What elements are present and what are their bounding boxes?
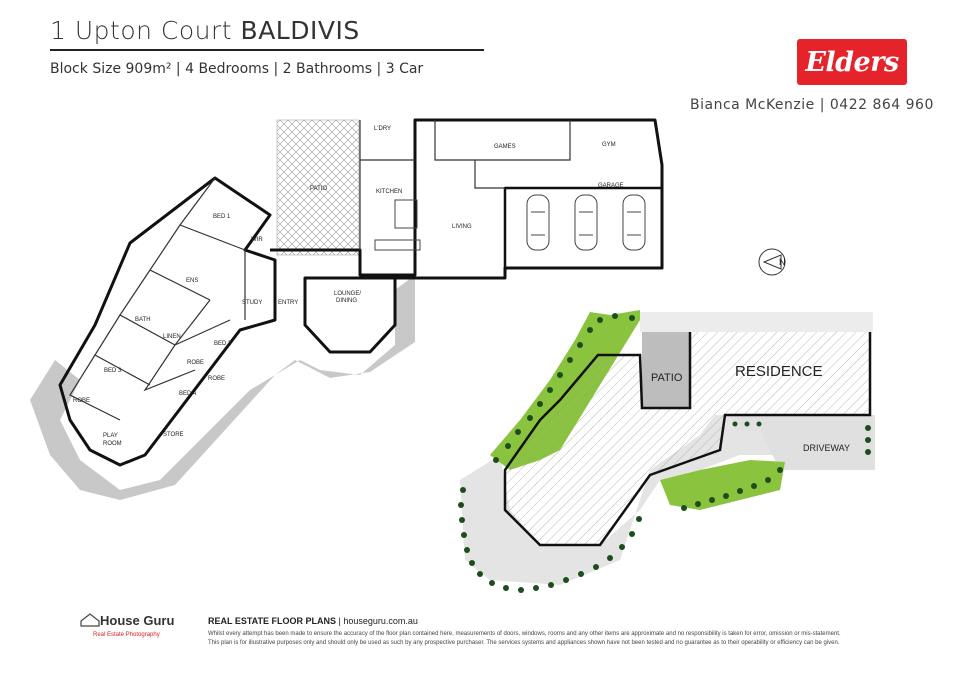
room-label-ens: ENS	[186, 278, 198, 284]
footer-heading-text: REAL ESTATE FLOOR PLANS	[208, 616, 337, 626]
disclaimer-line-2: This plan is for illustrative purposes o…	[208, 640, 840, 646]
compass-label: N	[779, 257, 786, 267]
driveway-area	[735, 415, 875, 470]
hedge-dots	[458, 313, 871, 593]
paving-west	[30, 275, 415, 500]
footer-heading: REAL ESTATE FLOOR PLANS | houseguru.com.…	[208, 616, 418, 626]
house-icon	[80, 613, 100, 627]
compass-icon	[758, 248, 786, 276]
room-label-play: PLAY	[103, 433, 118, 439]
room-label-linen: LINEN	[163, 334, 181, 340]
room-label-ldry: L'DRY	[374, 126, 391, 132]
residence-area	[503, 328, 872, 547]
room-label-robe-1: ROBE	[187, 360, 204, 366]
room-label-wir: WIR	[251, 237, 263, 243]
room-label-garage: GARAGE	[598, 183, 624, 189]
site-label-patio: PATIO	[651, 372, 683, 384]
site-label-driveway: DRIVEWAY	[803, 443, 850, 453]
room-label-games: GAMES	[494, 144, 516, 150]
disclaimer-line-1: Whilst every attempt has been made to en…	[208, 631, 841, 637]
room-label-living: LIVING	[452, 224, 472, 230]
lawn-right	[660, 460, 785, 510]
footer-brand-sub: Real Estate Photography	[93, 632, 160, 638]
living-wing-outline	[270, 118, 664, 280]
room-label-entry: ENTRY	[278, 300, 298, 306]
footer-disclaimer: Whilst every attempt has been made to en…	[208, 630, 908, 648]
property-details: Block Size 909m² | 4 Bedrooms | 2 Bathro…	[50, 61, 424, 77]
room-label-robe-2: ROBE	[208, 376, 225, 382]
agent-contact: Bianca McKenzie | 0422 864 960	[690, 97, 934, 113]
room-label-study: STUDY	[242, 300, 262, 306]
footer-brand: House Guru	[100, 613, 175, 628]
room-label-bed4: BED 4	[179, 391, 197, 397]
room-label-kitchen: KITCHEN	[376, 189, 402, 195]
bedroom-wing-outline	[58, 176, 277, 467]
room-label-lounge: LOUNGE/	[334, 291, 361, 297]
room-label-bed1: BED 1	[213, 214, 231, 220]
room-label-bed3: BED 3	[104, 368, 122, 374]
address: 1 Upton Court	[50, 16, 233, 45]
site-patio	[642, 332, 690, 408]
room-label-bed2: BED 2	[214, 341, 232, 347]
lawn-left	[490, 310, 640, 470]
room-label-dining: DINING	[336, 298, 357, 304]
room-label-patio: PATIO	[310, 186, 327, 192]
patio-area	[276, 119, 360, 256]
garage-cars	[526, 194, 646, 251]
garage-block	[503, 186, 664, 270]
room-label-bath: BATH	[135, 317, 151, 323]
room-label-gym: GYM	[602, 142, 616, 148]
room-label-room: ROOM	[103, 441, 122, 447]
elders-logo: Elders	[797, 39, 907, 85]
lounge-bay	[303, 276, 397, 354]
logo-text: Elders	[805, 46, 899, 78]
title-divider	[50, 49, 484, 51]
footer-website[interactable]: | houseguru.com.au	[338, 616, 418, 626]
property-title: 1 Upton Court BALDIVIS	[50, 16, 360, 45]
room-label-store: STORE	[163, 432, 184, 438]
room-label-robe-3: ROBE	[73, 398, 90, 404]
suburb: BALDIVIS	[240, 16, 360, 45]
site-label-residence: RESIDENCE	[735, 363, 823, 380]
